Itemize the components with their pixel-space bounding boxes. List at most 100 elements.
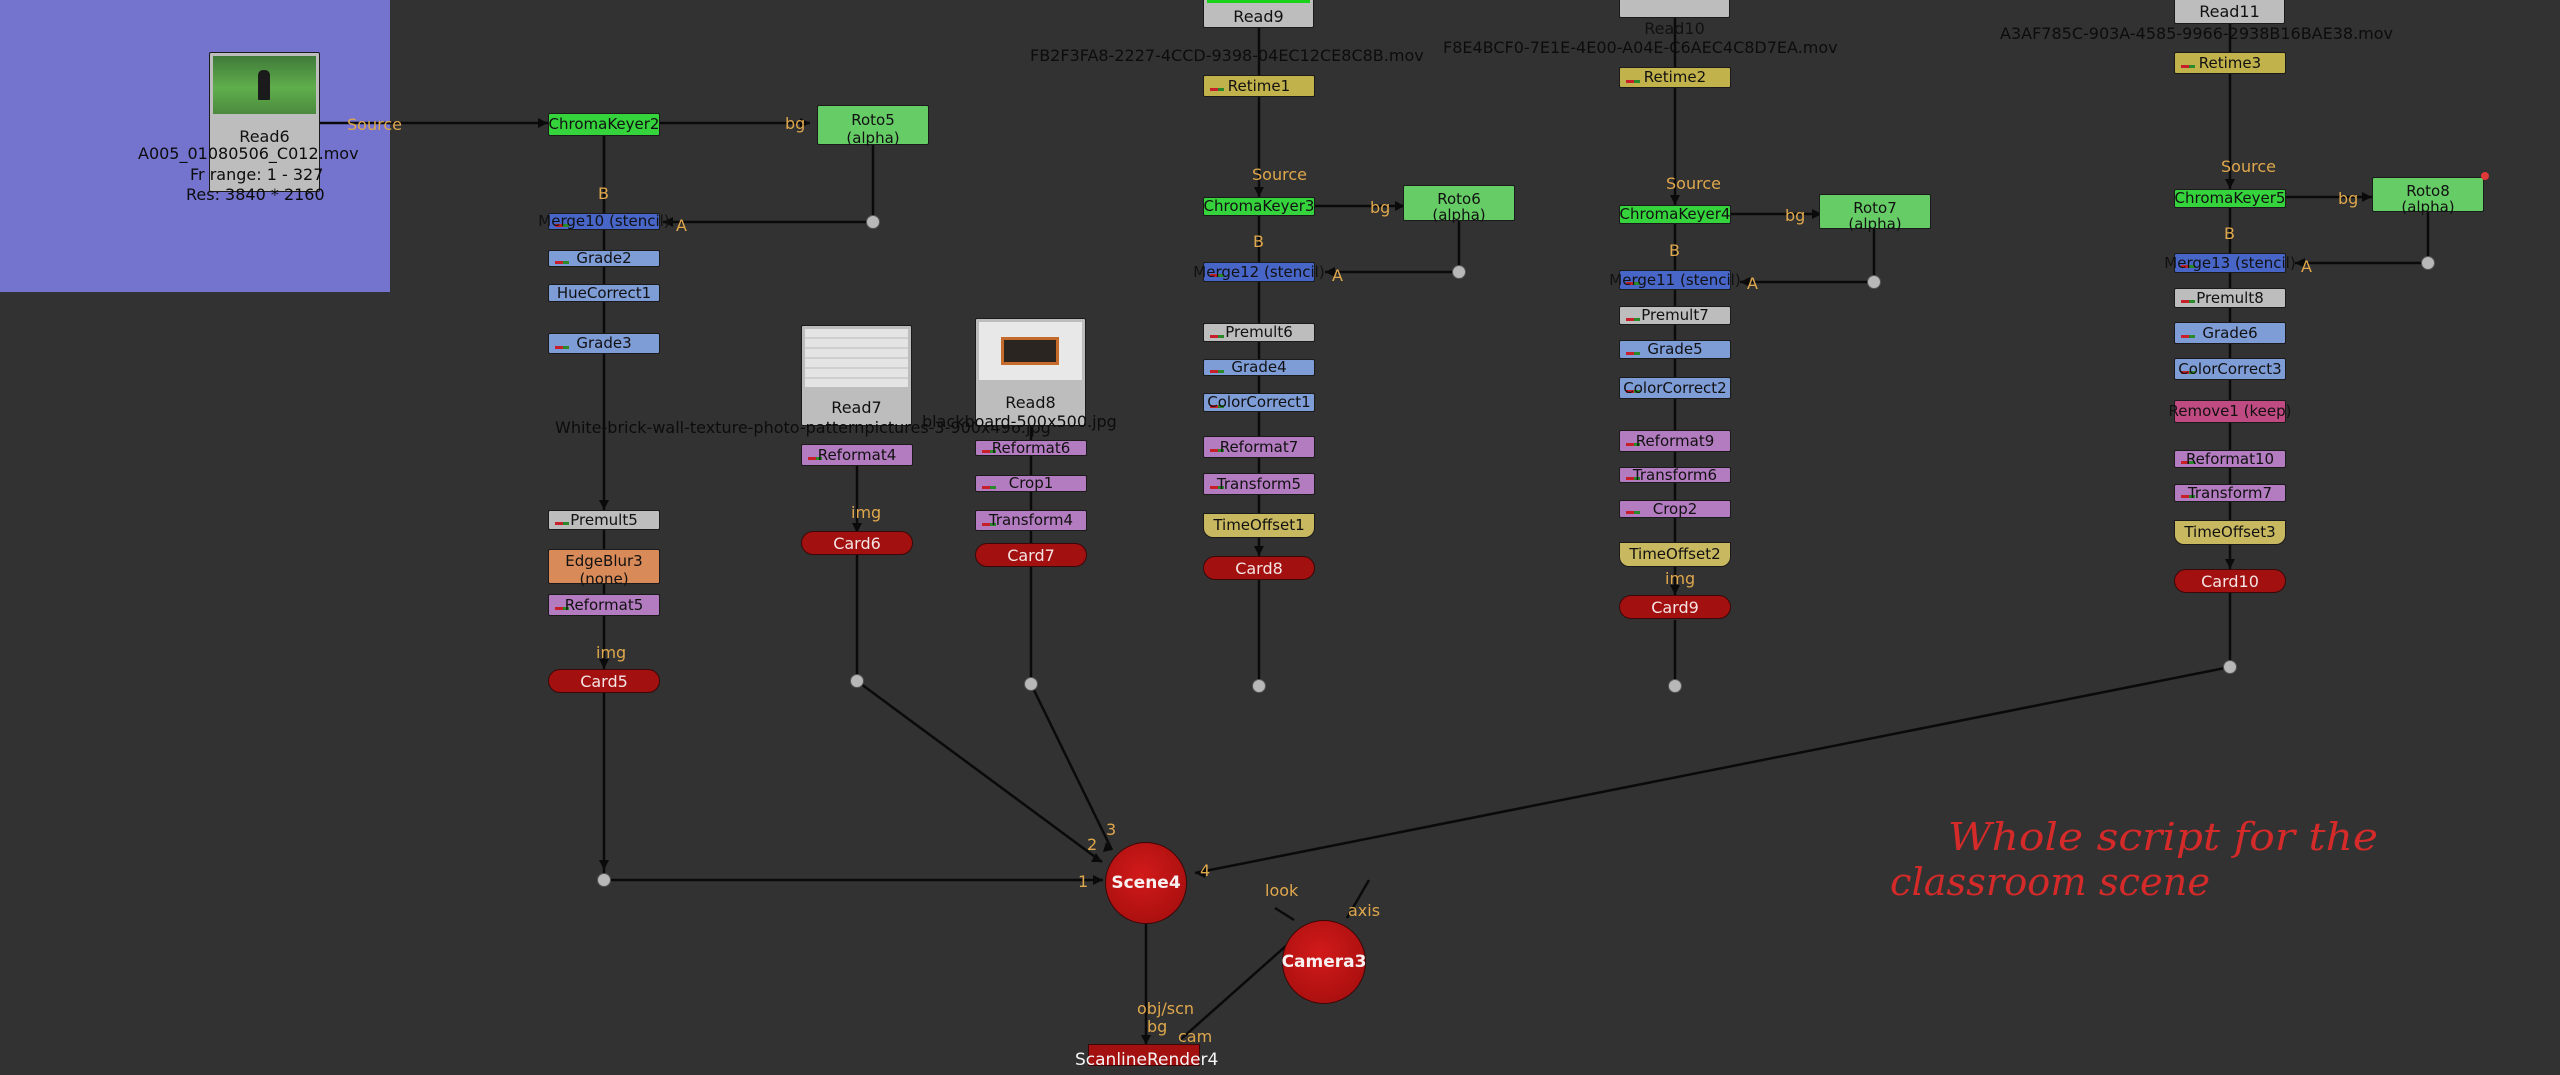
merge12-node[interactable]: Merge12 (stencil) [1193, 262, 1325, 282]
dot-node[interactable] [1668, 679, 1682, 693]
transform6-node[interactable]: Transform6 [1619, 467, 1731, 483]
crop1-node[interactable]: Crop1 [975, 475, 1087, 492]
chromakeyer2-node[interactable]: ChromaKeyer2 [548, 113, 660, 136]
merge10-node[interactable]: Merge10 (stencil) [538, 212, 670, 230]
chromakeyer4-node[interactable]: ChromaKeyer4 [1619, 205, 1731, 224]
transform7-node[interactable]: Transform7 [2174, 484, 2286, 502]
read11-node[interactable]: Read11 [2174, 0, 2285, 24]
grade4-node[interactable]: Grade4 [1203, 359, 1315, 376]
roto5-node[interactable]: Roto5(alpha) [817, 105, 929, 146]
pipe-label-a: A [2301, 257, 2312, 276]
timeoffset2-node[interactable]: TimeOffset2 [1619, 542, 1731, 567]
premult5-node[interactable]: Premult5 [548, 510, 660, 530]
read8-node[interactable]: Read8 [975, 318, 1086, 426]
card8-node[interactable]: Card8 [1203, 556, 1315, 580]
merge11-node[interactable]: Merge11 (stencil) [1609, 270, 1741, 290]
reformat9-node[interactable]: Reformat9 [1619, 430, 1731, 452]
pipe-label-axis: axis [1348, 901, 1381, 920]
premult7-node[interactable]: Premult7 [1619, 306, 1731, 325]
transform5-node[interactable]: Transform5 [1203, 473, 1315, 495]
card7-node[interactable]: Card7 [975, 543, 1087, 567]
dot-node[interactable] [1024, 677, 1038, 691]
read10-node[interactable]: Read10 [1619, 0, 1730, 38]
pipe-label-bg: bg [2338, 189, 2359, 208]
dot-node[interactable] [2421, 256, 2435, 270]
read11-filename: A3AF785C-903A-4585-9966-2938B16BAE38.mov [2000, 24, 2394, 43]
read8-thumbnail [979, 322, 1082, 380]
read10-title: Read10 [1644, 19, 1705, 38]
pipe-label-b: B [598, 184, 609, 203]
grade3-node[interactable]: Grade3 [548, 333, 660, 354]
chromakeyer3-node[interactable]: ChromaKeyer3 [1203, 197, 1315, 216]
reformat5-node[interactable]: Reformat5 [548, 594, 660, 616]
pipe-label-obj-scn: obj/scn [1137, 999, 1195, 1018]
pipe-label-a: A [1747, 274, 1758, 293]
grade6-node[interactable]: Grade6 [2174, 322, 2286, 344]
read7-node[interactable]: Read7 [801, 325, 912, 426]
backdrop-node[interactable] [0, 0, 390, 292]
colorcorrect3-node[interactable]: ColorCorrect3 [2174, 358, 2286, 380]
card9-node[interactable]: Card9 [1619, 595, 1731, 619]
pipe-label-img: img [1665, 569, 1696, 588]
grade2-node[interactable]: Grade2 [548, 250, 660, 267]
roto6-node[interactable]: Roto6(alpha) [1403, 185, 1515, 223]
timeoffset3-node[interactable]: TimeOffset3 [2174, 520, 2286, 545]
pipe-label-look: look [1265, 881, 1299, 900]
scene4-input-3: 3 [1106, 820, 1117, 839]
retime1-node[interactable]: Retime1 [1203, 75, 1315, 97]
scene4-input-2: 2 [1087, 835, 1098, 854]
transform4-node[interactable]: Transform4 [975, 510, 1087, 531]
scene4-node[interactable]: Scene4 [1105, 842, 1187, 924]
pipe-label-source: Source [1252, 165, 1307, 184]
merge13-node[interactable]: Merge13 (stencil) [2164, 253, 2296, 273]
retime2-node[interactable]: Retime2 [1619, 67, 1731, 88]
dot-node[interactable] [2223, 660, 2237, 674]
camera3-node[interactable]: Camera3 [1282, 920, 1366, 1004]
pipe-label-img: img [596, 643, 627, 662]
read6-node[interactable]: Read6 [209, 52, 320, 192]
pipe-label-img: img [851, 503, 882, 522]
read7-thumbnail [805, 329, 908, 387]
card10-node[interactable]: Card10 [2174, 569, 2286, 593]
dot-node[interactable] [1867, 275, 1881, 289]
reformat4-node[interactable]: Reformat4 [801, 444, 913, 466]
scanlinerender4-node[interactable] [1088, 1044, 1200, 1066]
premult8-node[interactable]: Premult8 [2174, 288, 2286, 308]
remove1-node[interactable]: Remove1 (keep) [2168, 400, 2292, 423]
pipe-label-source: Source [2221, 157, 2276, 176]
premult6-node[interactable]: Premult6 [1203, 323, 1315, 342]
dot-node[interactable] [1452, 265, 1466, 279]
dot-node[interactable] [1252, 679, 1266, 693]
scene4-input-4: 4 [1200, 861, 1211, 880]
card5-node[interactable]: Card5 [548, 669, 660, 693]
read7-title: Read7 [831, 398, 882, 417]
card6-node[interactable]: Card6 [801, 531, 913, 555]
reformat6-node[interactable]: Reformat6 [975, 440, 1087, 456]
roto7-node[interactable]: Roto7(alpha) [1819, 194, 1931, 232]
reformat7-node[interactable]: Reformat7 [1203, 436, 1315, 458]
roto8-node[interactable]: Roto8(alpha) [2372, 177, 2484, 215]
reformat10-node[interactable]: Reformat10 [2174, 450, 2286, 468]
dot-node[interactable] [597, 873, 611, 887]
dot-node[interactable] [850, 674, 864, 688]
colorcorrect2-node[interactable]: ColorCorrect2 [1619, 377, 1731, 399]
edgeblur3-node[interactable]: EdgeBlur3(none) [548, 549, 660, 587]
huecorrect1-node[interactable]: HueCorrect1 [548, 284, 660, 302]
read6-resolution: Res: 3840 * 2160 [186, 185, 325, 204]
chromakeyer5-node[interactable]: ChromaKeyer5 [2174, 189, 2286, 208]
grade5-node[interactable]: Grade5 [1619, 340, 1731, 359]
timeoffset1-node[interactable]: TimeOffset1 [1203, 513, 1315, 538]
colorcorrect1-node[interactable]: ColorCorrect1 [1203, 393, 1315, 412]
note-line-1: Whole script for the [1948, 815, 2378, 859]
pipe-label-b: B [1669, 241, 1680, 260]
pipe-label-a: A [1332, 266, 1343, 285]
read9-node[interactable]: Read9 [1203, 0, 1314, 28]
read8-title: Read8 [1005, 393, 1056, 412]
read7-filename: White-brick-wall-texture-photo-patternpi… [555, 418, 1051, 437]
read6-title: Read6 [239, 127, 290, 146]
retime3-node[interactable]: Retime3 [2174, 52, 2286, 74]
dot-node[interactable] [866, 215, 880, 229]
crop2-node[interactable]: Crop2 [1619, 500, 1731, 518]
